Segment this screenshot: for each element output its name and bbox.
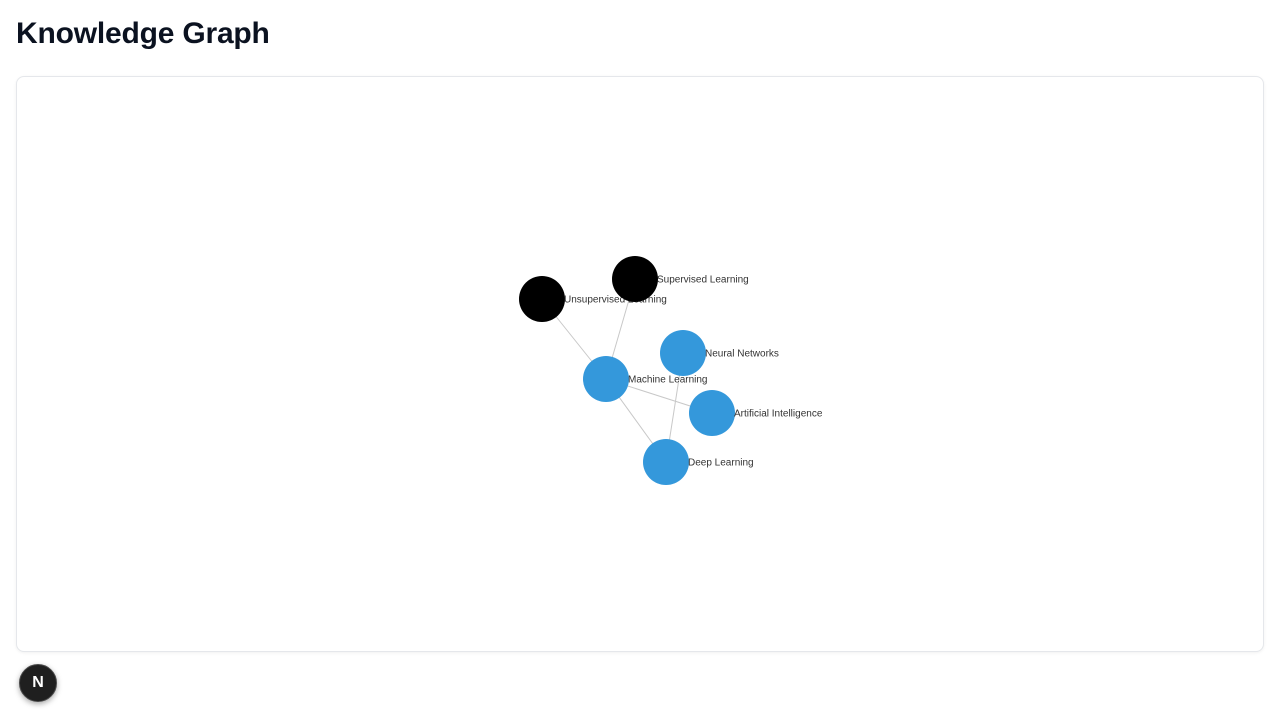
graph-node-circle[interactable] xyxy=(689,390,735,436)
graph-node-label: Supervised Learning xyxy=(657,275,749,286)
graph-canvas[interactable]: Unsupervised Learning Supervised Learning… xyxy=(17,77,1263,651)
graph-node-ml[interactable]: Machine Learning xyxy=(583,356,708,402)
graph-node-label: Machine Learning xyxy=(628,375,708,386)
graph-node-dl[interactable]: Deep Learning xyxy=(643,439,754,485)
graph-node-circle[interactable] xyxy=(643,439,689,485)
page-title: Knowledge Graph xyxy=(16,17,270,50)
graph-node-circle[interactable] xyxy=(519,276,565,322)
graph-node-circle[interactable] xyxy=(612,256,658,302)
graph-node-label: Neural Networks xyxy=(705,349,779,360)
graph-node-ai[interactable]: Artificial Intelligence xyxy=(689,390,823,436)
graph-node-label: Deep Learning xyxy=(688,458,754,469)
graph-panel[interactable]: Unsupervised Learning Supervised Learning… xyxy=(16,76,1264,652)
graph-node-label: Unsupervised Learning xyxy=(564,295,667,306)
graph-node-label: Artificial Intelligence xyxy=(734,409,823,420)
nodes-layer: Unsupervised Learning Supervised Learning… xyxy=(519,256,823,485)
graph-node-supervised[interactable]: Supervised Learning xyxy=(612,256,749,302)
graph-node-circle[interactable] xyxy=(660,330,706,376)
graph-node-unsupervised[interactable]: Unsupervised Learning xyxy=(519,276,667,322)
nextjs-logo-icon[interactable]: N xyxy=(19,664,57,702)
graph-node-neural[interactable]: Neural Networks xyxy=(660,330,779,376)
dev-badge-letter: N xyxy=(32,674,44,691)
graph-node-circle[interactable] xyxy=(583,356,629,402)
